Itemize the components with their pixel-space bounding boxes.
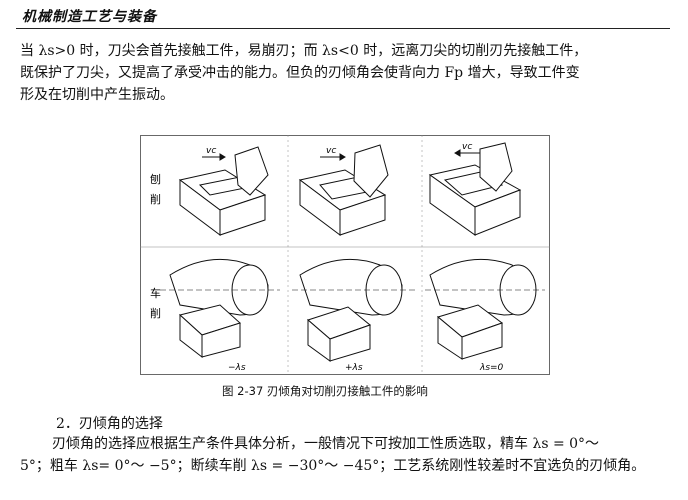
figure-caption: 图 2-37 刃倾角对切削刃接触工件的影响 [222, 384, 428, 398]
angle-label-3: λs=0 [479, 363, 504, 373]
angle-label-2: +λs [345, 363, 363, 373]
row-label-turning-1: 车 [150, 286, 161, 300]
section-line-2: 5°；粗车 λs= 0°～ −5°；断续车削 λs = −30°～ −45°；工… [20, 458, 646, 474]
velocity-label-2: vc [326, 146, 336, 156]
row-label-planing-1: 刨 [150, 172, 161, 186]
figure-2-37: 刨 削 车 削 [140, 135, 550, 375]
figure-drawing: 刨 削 车 削 [140, 135, 550, 375]
turning-panel-1 [160, 258, 280, 359]
turning-panel-2 [292, 258, 415, 362]
section-title: 2．刃倾角的选择 [56, 416, 163, 432]
figure-frame [140, 135, 550, 375]
planing-panel-2 [298, 144, 389, 236]
intro-line-3: 形及在切削中产生振动。 [20, 87, 174, 103]
planing-panel-1 [178, 146, 269, 236]
velocity-label-1: vc [206, 146, 216, 156]
intro-line-2: 既保护了刀尖，又提高了承受冲击的能力。但负的刃倾角会使背向力 Fp 增大，导致工… [20, 65, 580, 81]
planing-panel-3 [428, 142, 522, 236]
row-label-turning-2: 削 [150, 306, 161, 320]
header-rule [16, 28, 670, 29]
intro-line-1: 当 λs>0 时，刀尖会首先接触工件，易崩刃；而 λs<0 时，远离刀尖的切削刃… [20, 43, 588, 59]
section-line-1: 刃倾角的选择应根据生产条件具体分析，一般情况下可按加工性质选取，精车 λs = … [52, 436, 600, 452]
velocity-label-3: vc [462, 142, 472, 152]
angle-label-1: −λs [228, 363, 246, 373]
section-paragraph: 刃倾角的选择应根据生产条件具体分析，一般情况下可按加工性质选取，精车 λs = … [20, 433, 672, 477]
intro-paragraph: 当 λs>0 时，刀尖会首先接触工件，易崩刃；而 λs<0 时，远离刀尖的切削刃… [20, 40, 672, 106]
turning-panel-3 [425, 258, 545, 360]
book-title: 机械制造工艺与装备 [22, 9, 157, 25]
row-label-planing-2: 削 [150, 192, 161, 206]
